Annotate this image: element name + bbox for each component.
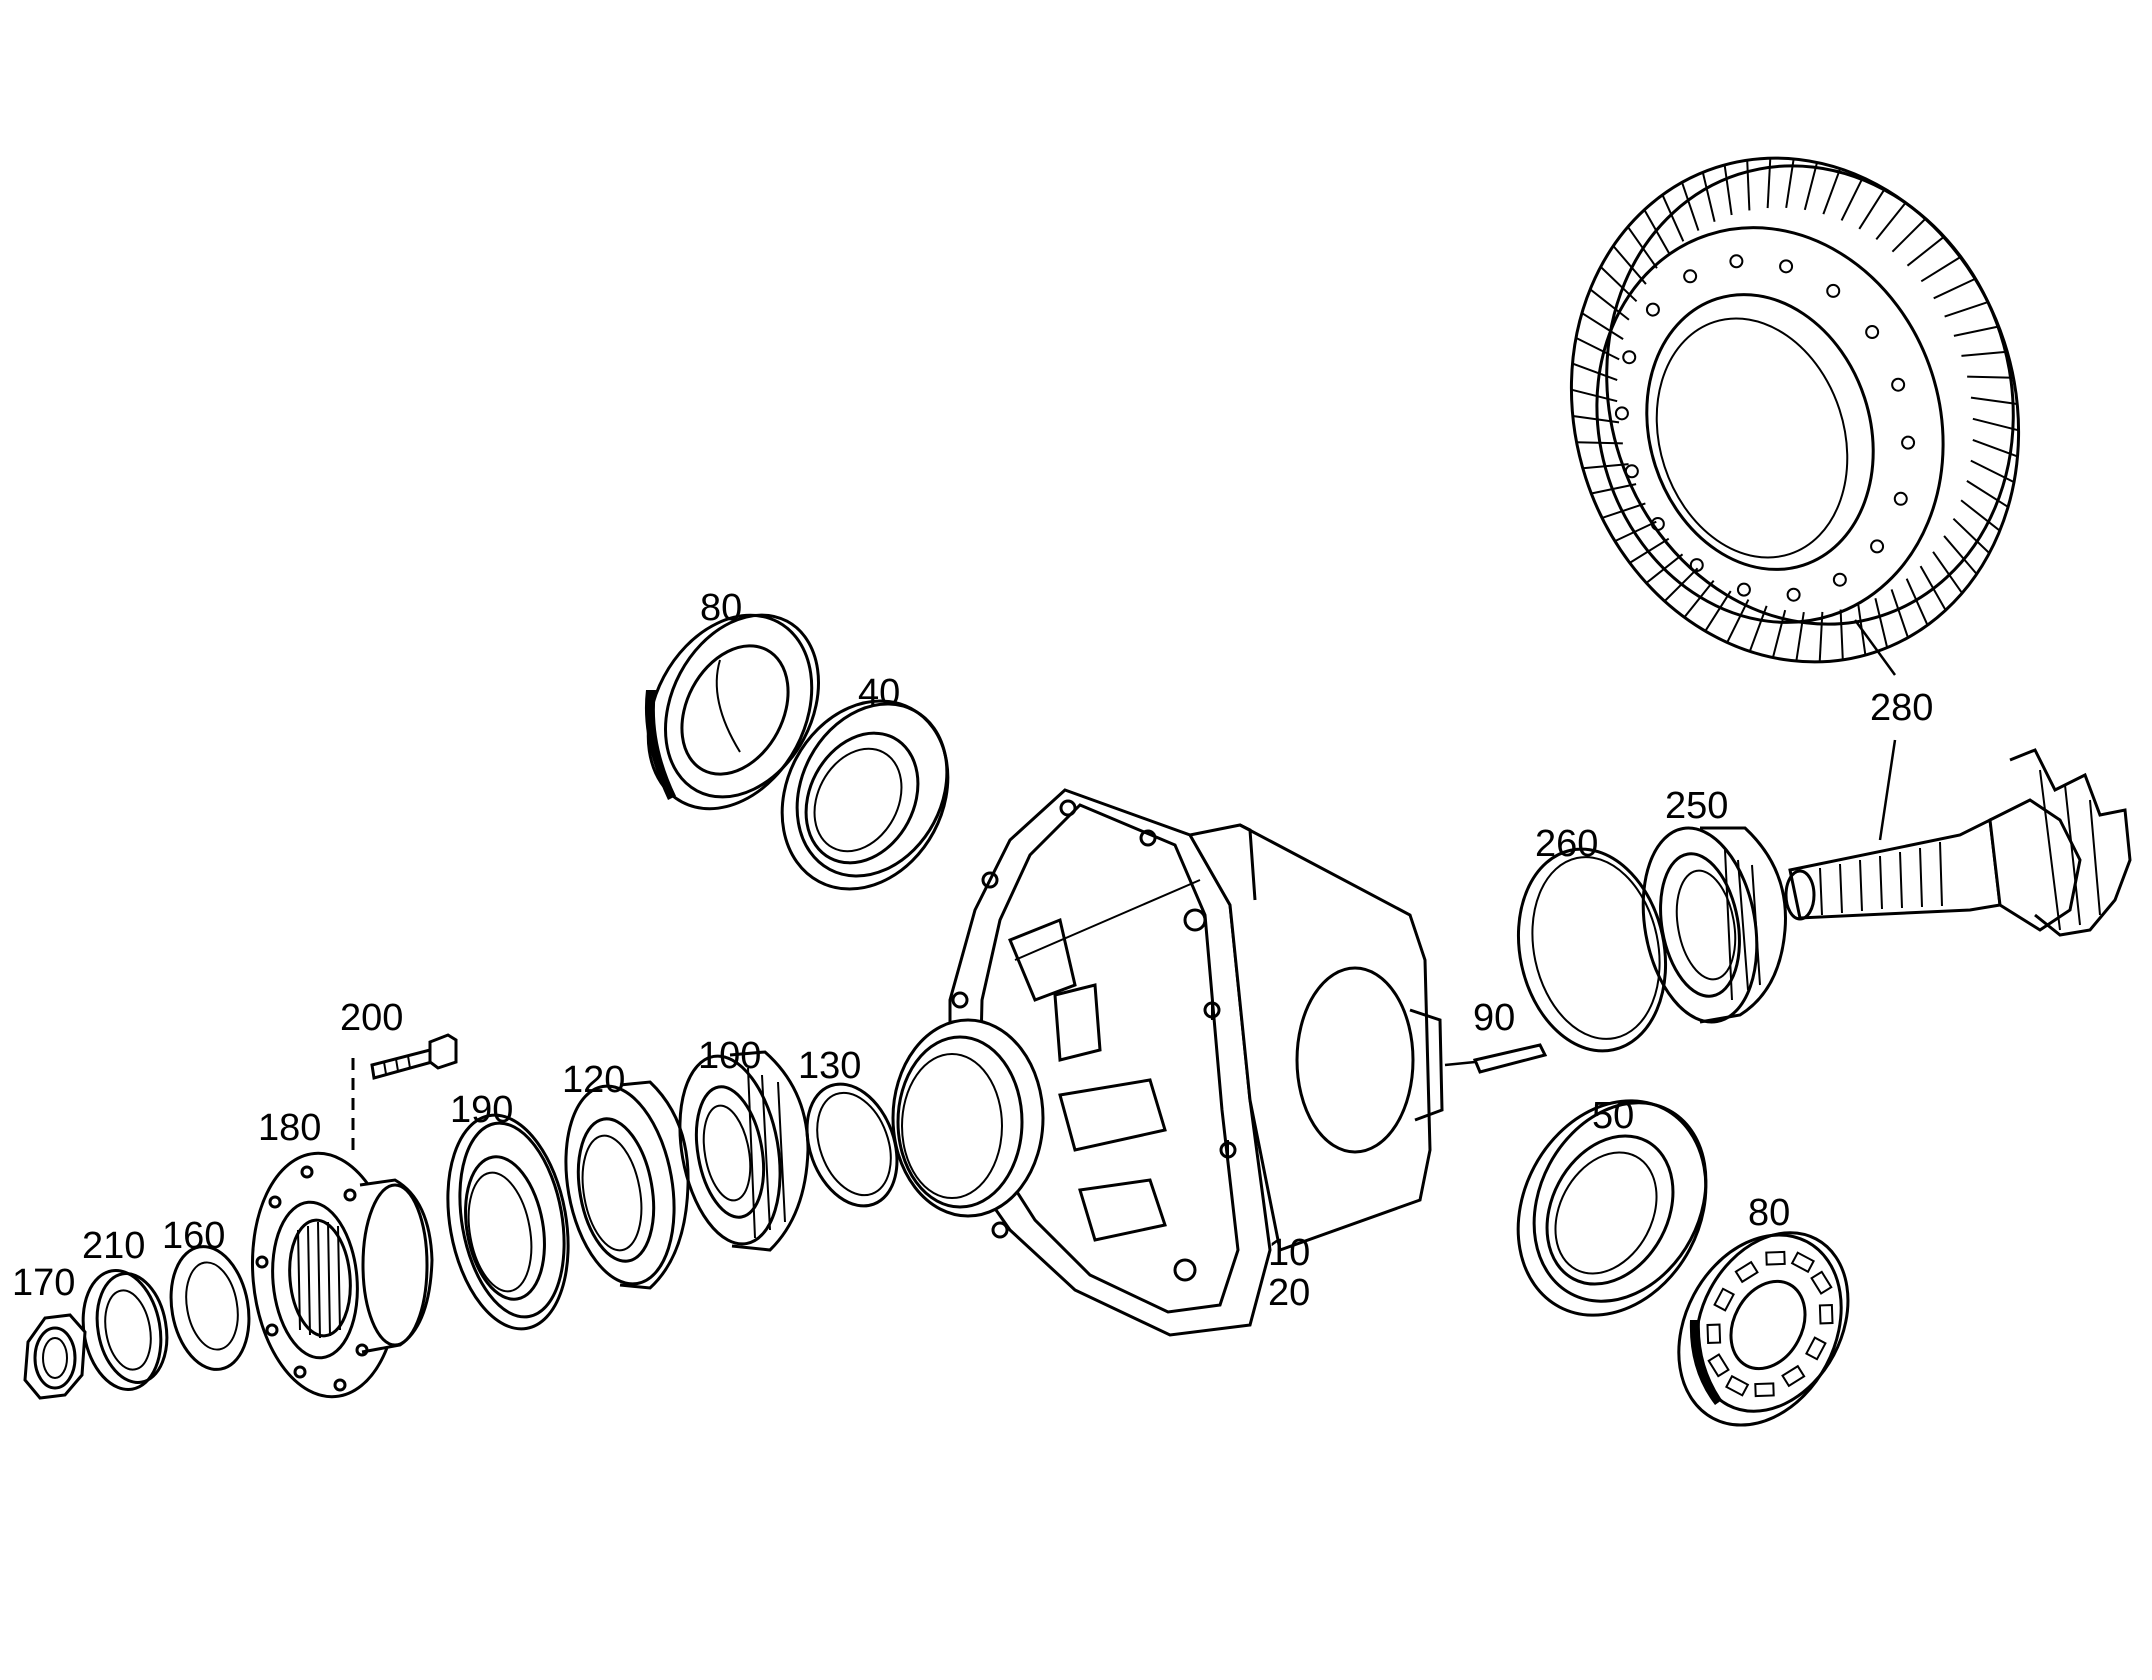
crown-gear-part-280[interactable] <box>1507 99 2083 720</box>
callout-40: 40 <box>858 672 900 714</box>
pinion-shaft[interactable] <box>1784 739 2132 937</box>
callout-210: 210 <box>82 1225 145 1267</box>
bolt-part-200[interactable] <box>351 1033 458 1155</box>
callout-50: 50 <box>1592 1095 1634 1137</box>
callout-120: 120 <box>562 1059 625 1101</box>
cage-windows <box>1706 1250 1834 1398</box>
housing-part-10-20[interactable] <box>891 788 1444 1337</box>
washer-part-160[interactable] <box>162 1240 258 1375</box>
callout-180: 180 <box>258 1107 321 1149</box>
callout-280: 280 <box>1870 687 1933 729</box>
shim-ring-part-260[interactable] <box>1500 835 1683 1064</box>
callout-190: 190 <box>450 1089 513 1131</box>
bearing-part-80-top[interactable] <box>616 587 849 838</box>
callout-10: 10 <box>1268 1232 1310 1274</box>
bolt-holes <box>1614 254 1916 602</box>
flange-part-180[interactable] <box>243 1147 434 1403</box>
callout-100: 100 <box>698 1035 761 1077</box>
callout-170: 170 <box>12 1262 75 1304</box>
callout-260: 260 <box>1535 823 1598 865</box>
callout-160: 160 <box>162 1215 225 1257</box>
shim-part-130[interactable] <box>791 1071 913 1218</box>
callout-130: 130 <box>798 1045 861 1087</box>
bearing-part-80-bottom[interactable] <box>1647 1206 1878 1453</box>
callout-90: 90 <box>1473 997 1515 1039</box>
ring-part-210[interactable] <box>74 1264 175 1395</box>
seal-part-190[interactable] <box>432 1106 584 1339</box>
gear-teeth <box>1571 158 2019 662</box>
bearing-part-40[interactable] <box>750 672 980 918</box>
bearing-part-50[interactable] <box>1482 1068 1743 1348</box>
callout-200: 200 <box>340 997 403 1039</box>
nut-part-170[interactable] <box>23 1313 87 1400</box>
seal-ring-part-120[interactable] <box>551 1077 690 1292</box>
bearing-part-100[interactable] <box>666 1048 810 1252</box>
callout-80-top: 80 <box>700 587 742 629</box>
callout-20: 20 <box>1268 1272 1310 1314</box>
callout-80-bottom: 80 <box>1748 1192 1790 1234</box>
pin-part-90[interactable] <box>1444 1043 1548 1074</box>
bearing-part-250[interactable] <box>1629 819 1787 1031</box>
callout-250: 250 <box>1665 785 1728 827</box>
